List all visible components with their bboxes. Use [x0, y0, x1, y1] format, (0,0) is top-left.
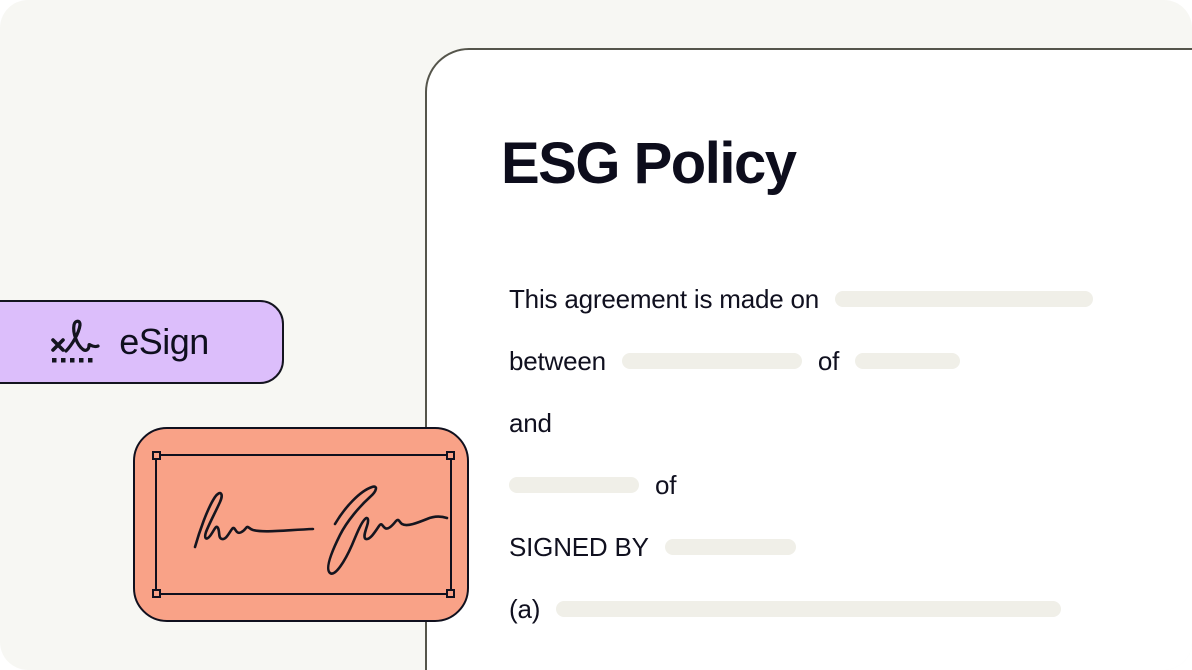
- line-2-connector: of: [817, 345, 840, 376]
- document-line-6: (a): [509, 591, 1062, 627]
- line-6-text: (a): [509, 593, 541, 624]
- document-line-5: SIGNED BY: [509, 529, 796, 565]
- signature-selection-outline: [152, 451, 455, 598]
- document-card: [425, 48, 1192, 670]
- line-2-text: between: [509, 345, 606, 376]
- document-line-2: between of: [509, 343, 961, 379]
- resize-handle-top-right[interactable]: [446, 451, 455, 460]
- document-line-4: of: [509, 467, 676, 503]
- field-placeholder-party-2: [509, 477, 639, 493]
- resize-handle-bottom-right[interactable]: [446, 589, 455, 598]
- field-placeholder-signer: [664, 539, 796, 555]
- signature-field[interactable]: [133, 427, 469, 622]
- line-4-connector: of: [655, 469, 677, 500]
- document-title: ESG Policy: [501, 131, 797, 196]
- esign-badge-button[interactable]: eSign: [0, 300, 284, 384]
- signature-icon: [49, 316, 103, 369]
- line-1-text: This agreement is made on: [509, 283, 820, 314]
- field-placeholder-location: [855, 353, 961, 369]
- resize-handle-bottom-left[interactable]: [152, 589, 161, 598]
- document-line-3: and: [509, 405, 552, 441]
- field-placeholder-clause: [556, 601, 1062, 617]
- document-line-1: This agreement is made on: [509, 281, 1094, 317]
- line-5-text: SIGNED BY: [509, 531, 649, 562]
- field-placeholder-party: [621, 353, 802, 369]
- field-placeholder-date: [835, 291, 1094, 307]
- line-3-text: and: [509, 407, 552, 438]
- handwritten-signature: [193, 485, 449, 575]
- resize-handle-top-left[interactable]: [152, 451, 161, 460]
- esign-badge-label: eSign: [119, 321, 209, 362]
